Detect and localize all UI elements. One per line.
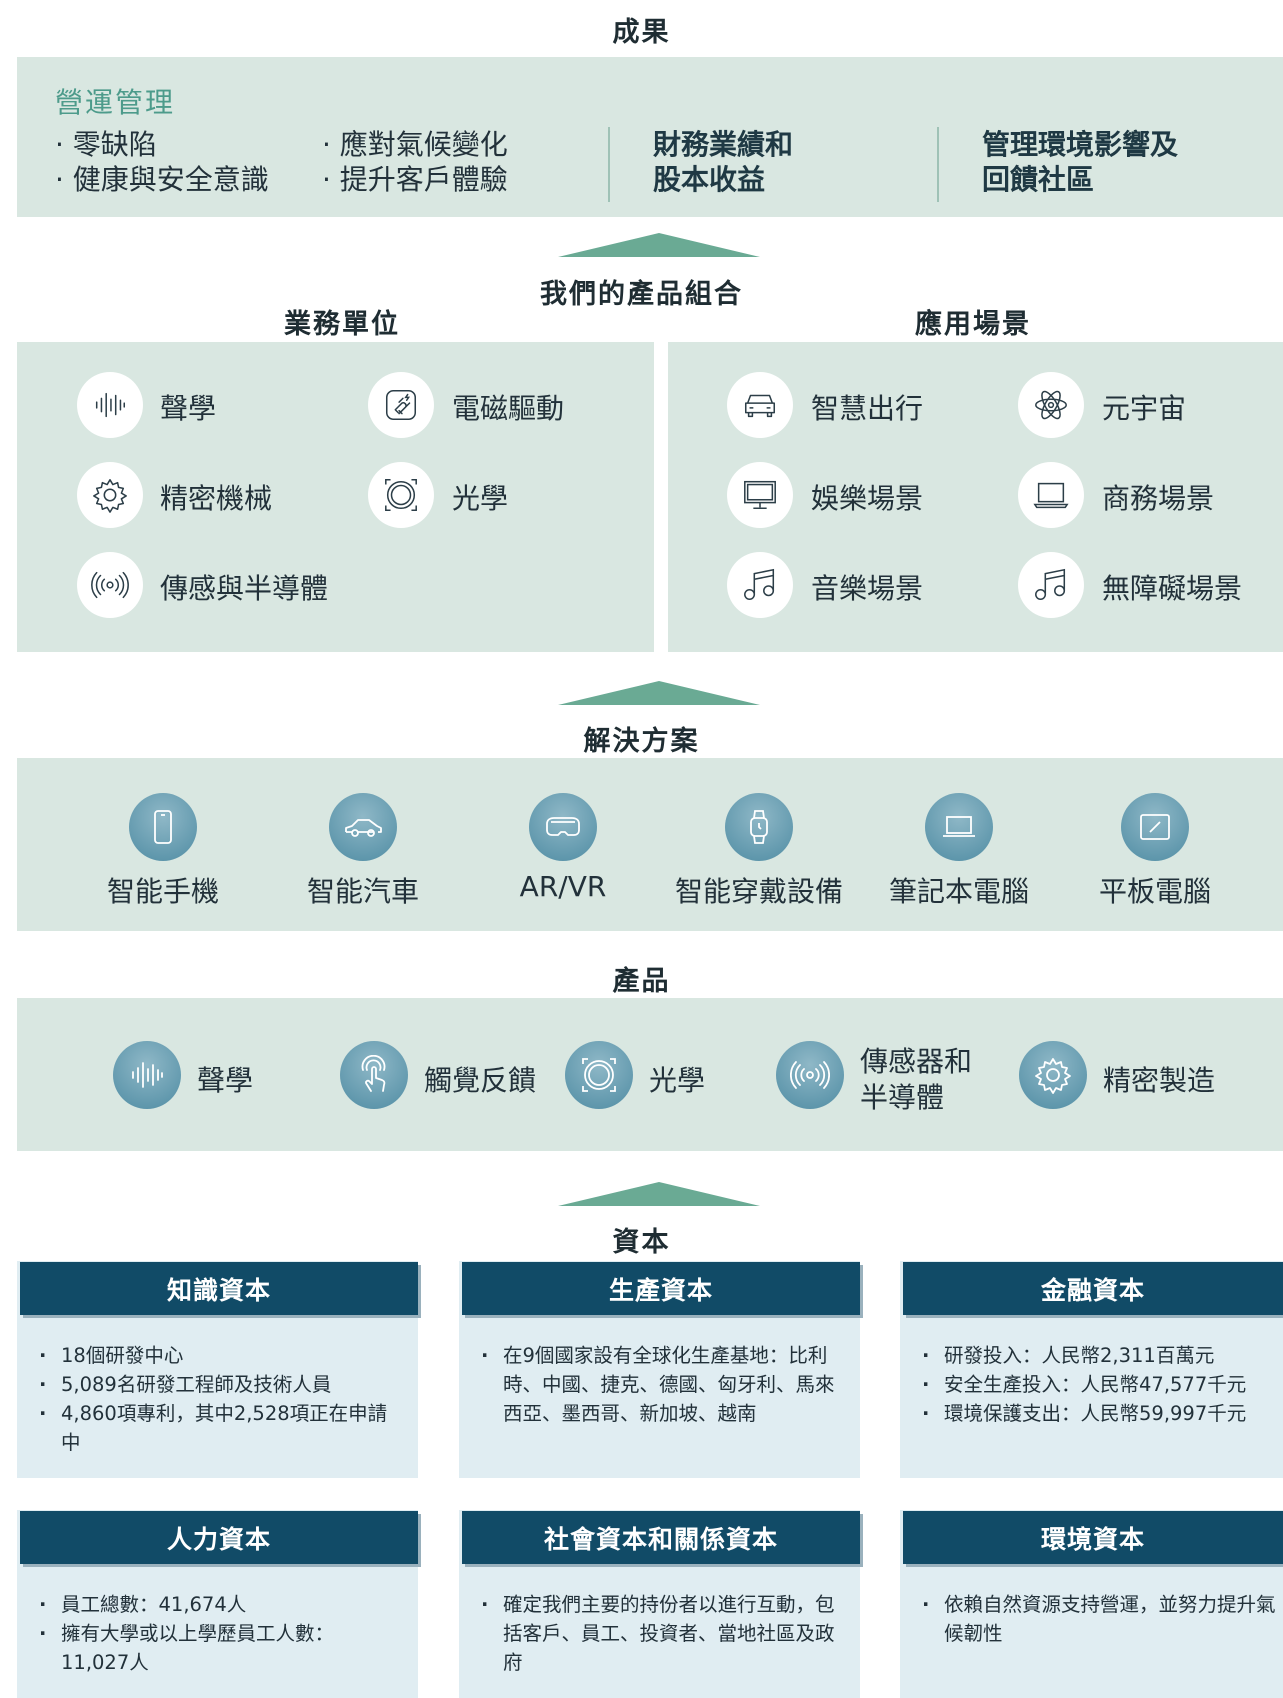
divider — [937, 127, 939, 202]
app-label: 無障礙場景 — [1102, 572, 1243, 605]
car-icon — [329, 793, 397, 861]
capital-card-title: 環境資本 — [903, 1511, 1283, 1564]
operations-title: 營運管理 — [55, 86, 176, 119]
up-arrow-icon — [558, 681, 760, 705]
capital-card-title: 知識資本 — [20, 1262, 418, 1315]
music-note-icon — [1018, 552, 1084, 618]
gear-icon — [77, 462, 143, 528]
finance-line: 財務業績和 — [653, 128, 794, 161]
sensor-signal-icon — [77, 552, 143, 618]
capital-card-title: 生產資本 — [462, 1262, 860, 1315]
finance-line: 股本收益 — [653, 163, 766, 196]
portfolio-title: 我們的產品組合 — [540, 279, 743, 310]
bu-label: 傳感與半導體 — [160, 572, 329, 605]
solution-label: AR/VR — [519, 870, 607, 903]
bu-label: 電磁驅動 — [452, 392, 565, 425]
solutions-title: 解決方案 — [583, 726, 700, 757]
monitor-icon — [727, 462, 793, 528]
smartphone-icon — [129, 793, 197, 861]
app-label: 元宇宙 — [1102, 392, 1187, 425]
bu-label: 光學 — [452, 482, 509, 515]
ops-item: · 零缺陷 — [55, 128, 157, 161]
capital-card-title: 人力資本 — [20, 1511, 418, 1564]
list-item: 依賴自然資源支持營運，並努力提升氣候韌性 — [920, 1590, 1283, 1648]
list-item: 員工總數：41,674人 — [37, 1590, 398, 1619]
app-label: 智慧出行 — [811, 392, 924, 425]
list-item: 確定我們主要的持份者以進行互動，包括客戶、員工、投資者、當地社區及政府 — [479, 1590, 840, 1677]
product-label: 聲學 — [197, 1064, 254, 1097]
product-label: 半導體 — [860, 1081, 945, 1114]
lens-icon — [368, 462, 434, 528]
sound-wave-icon — [113, 1041, 181, 1109]
music-note-icon — [727, 552, 793, 618]
app-label: 商務場景 — [1102, 482, 1215, 515]
product-label: 傳感器和 — [860, 1045, 973, 1078]
tablet-icon — [1121, 793, 1189, 861]
solutions-panel — [17, 758, 1283, 931]
list-item: 環境保護支出：人民幣59,997千元 — [920, 1399, 1283, 1428]
list-item: 18個研發中心 — [37, 1341, 398, 1370]
list-item: 4,860項專利，其中2,528項正在申請中 — [37, 1399, 398, 1457]
solution-label: 筆記本電腦 — [888, 875, 1029, 908]
list-item: 5,089名研發工程師及技術人員 — [37, 1370, 398, 1399]
divider — [608, 127, 610, 202]
lens-icon — [565, 1041, 633, 1109]
product-label: 精密製造 — [1103, 1064, 1216, 1097]
env-line: 管理環境影響及 — [982, 128, 1179, 161]
product-label: 光學 — [649, 1064, 706, 1097]
laptop-icon — [925, 793, 993, 861]
bu-label: 精密機械 — [160, 482, 273, 515]
vr-headset-icon — [529, 793, 597, 861]
applications-title: 應用場景 — [915, 309, 1031, 340]
touch-icon — [340, 1041, 408, 1109]
capital-card-title: 社會資本和關係資本 — [462, 1511, 860, 1564]
solution-label: 智能穿戴設備 — [674, 875, 843, 908]
solution-label: 智能汽車 — [306, 875, 419, 908]
list-item: 在9個國家設有全球化生產基地：比利時、中國、捷克、德國、匈牙利、馬來西亞、墨西哥… — [479, 1341, 840, 1428]
up-arrow-icon — [558, 1182, 760, 1206]
laptop-icon — [1018, 462, 1084, 528]
list-item: 研發投入：人民幣2,311百萬元 — [920, 1341, 1283, 1370]
app-label: 音樂場景 — [811, 572, 924, 605]
capital-card-title: 金融資本 — [903, 1262, 1283, 1315]
up-arrow-icon — [558, 233, 760, 257]
results-panel: 營運管理 · 零缺陷 · 應對氣候變化 · 健康與安全意識 · 提升客戶體驗 財… — [17, 57, 1283, 217]
car-icon — [727, 372, 793, 438]
ops-item: · 健康與安全意識 — [55, 163, 269, 196]
product-label: 觸覺反饋 — [424, 1064, 537, 1097]
products-title: 產品 — [612, 966, 671, 997]
bu-label: 聲學 — [160, 392, 217, 425]
ops-item: · 提升客戶體驗 — [322, 163, 508, 196]
results-title: 成果 — [612, 17, 671, 48]
list-item: 擁有大學或以上學歷員工人數：11,027人 — [37, 1619, 398, 1677]
smartwatch-icon — [725, 793, 793, 861]
capital-title: 資本 — [612, 1227, 671, 1258]
solution-label: 智能手機 — [106, 875, 219, 908]
sensor-signal-icon — [776, 1041, 844, 1109]
list-item: 安全生產投入：人民幣47,577千元 — [920, 1370, 1283, 1399]
app-label: 娛樂場景 — [811, 482, 924, 515]
sound-wave-icon — [77, 372, 143, 438]
magnet-icon — [368, 372, 434, 438]
solution-label: 平板電腦 — [1098, 875, 1211, 908]
business-units-title: 業務單位 — [284, 309, 400, 340]
gear-icon — [1019, 1041, 1087, 1109]
ops-item: · 應對氣候變化 — [322, 128, 508, 161]
atom-icon — [1018, 372, 1084, 438]
env-line: 回饋社區 — [982, 163, 1095, 196]
